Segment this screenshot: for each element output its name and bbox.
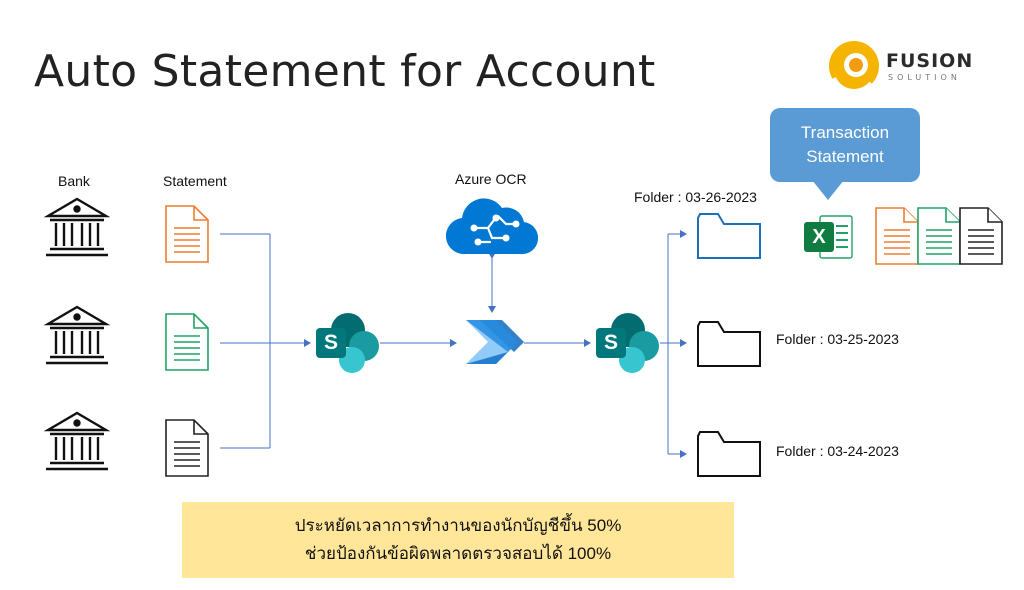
savings-line-2: ช่วยป้องกันข้อผิดพลาดตรวจสอบได้ 100% (304, 544, 612, 563)
excel-icon: X (804, 214, 854, 260)
sharepoint-icon: S (312, 312, 384, 376)
savings-highlight-box: ประหยัดเวลาการทำงานของนักบัญชีขึ้น 50% ช… (182, 502, 734, 578)
excel-letter: X (812, 226, 826, 248)
folder-label: Folder : 03-24-2023 (776, 443, 899, 459)
sharepoint-icon: S (592, 312, 664, 376)
page-title: Auto Statement for Account (34, 46, 656, 97)
sharepoint-letter: S (603, 331, 618, 354)
folder-label: Folder : 03-25-2023 (776, 331, 899, 347)
callout-tail (812, 180, 844, 200)
bank-icon (44, 197, 110, 257)
document-icon (165, 205, 209, 263)
bank-icon (44, 305, 110, 365)
sharepoint-icon-shape (596, 313, 659, 373)
document-icon (875, 207, 919, 265)
sharepoint-letter: S (323, 331, 338, 354)
azure-ocr-icon (446, 198, 538, 255)
callout-line1: Transaction (800, 123, 890, 142)
document-icon (959, 207, 1003, 265)
folder-icon[interactable] (696, 318, 762, 368)
sharepoint-icon-shape (316, 313, 379, 373)
bank-icon (44, 411, 110, 471)
fusion-logo: FUSION SOLUTION (826, 38, 986, 94)
azure-ocr-label: Azure OCR (455, 171, 527, 187)
excel-icon-shape (804, 215, 853, 259)
document-icon (165, 419, 209, 477)
statement-label: Statement (163, 173, 227, 189)
savings-line-1: ประหยัดเวลาการทำงานของนักบัญชีขึ้น 50% (294, 516, 622, 535)
fusion-logo-name: FUSION (886, 50, 974, 72)
folder-label: Folder : 03-26-2023 (634, 189, 757, 205)
document-icon (917, 207, 961, 265)
fusion-logo-mark (829, 41, 879, 93)
fusion-logo-sub: SOLUTION (888, 73, 961, 82)
bank-label: Bank (58, 173, 90, 189)
transaction-statement-callout: Transaction Statement (770, 108, 920, 182)
folder-icon[interactable] (696, 428, 762, 478)
folder-icon[interactable] (696, 210, 762, 260)
document-icon (165, 313, 209, 371)
callout-line2: Statement (806, 147, 884, 166)
power-automate-icon (466, 320, 524, 364)
